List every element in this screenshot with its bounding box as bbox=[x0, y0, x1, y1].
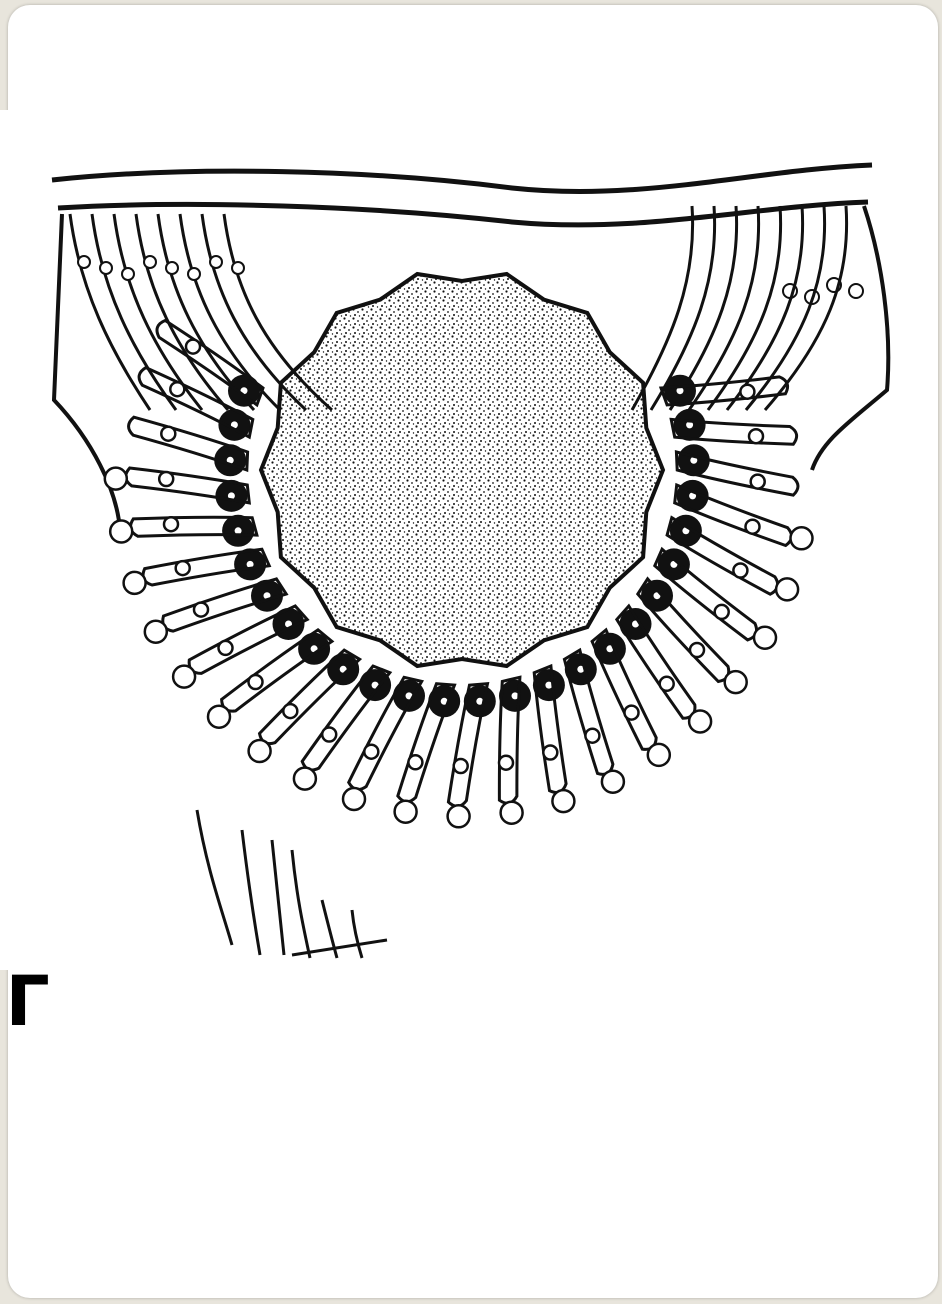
cell-nucleus bbox=[176, 561, 190, 575]
outer-cell-bulge bbox=[110, 521, 132, 543]
cell-nucleus bbox=[740, 385, 754, 399]
panel-label: г bbox=[2, 948, 57, 1040]
cell-nucleus bbox=[690, 643, 704, 657]
cell-nucleus bbox=[249, 675, 263, 689]
cell-nucleus bbox=[543, 746, 557, 760]
outer-cell-bulge bbox=[124, 572, 146, 594]
cell-nucleus bbox=[499, 756, 513, 770]
fiber-nucleus bbox=[144, 256, 156, 268]
cell-nucleus bbox=[322, 728, 336, 742]
cell-nucleus bbox=[194, 603, 208, 617]
fiber-nucleus bbox=[849, 284, 863, 298]
fiber-nucleus bbox=[78, 256, 90, 268]
cell-nucleus bbox=[364, 745, 378, 759]
outer-cell-bulge bbox=[395, 801, 417, 823]
fiber-nucleus bbox=[166, 262, 178, 274]
cell-nucleus bbox=[186, 340, 200, 354]
outer-cell-bulge bbox=[173, 666, 195, 688]
central-stippled-core bbox=[261, 274, 663, 666]
outer-cell-bulge bbox=[343, 788, 365, 810]
outer-cell-bulge bbox=[105, 468, 127, 490]
fiber-nucleus bbox=[232, 262, 244, 274]
cell-nucleus bbox=[749, 429, 763, 443]
outer-cell-bulge bbox=[249, 740, 271, 762]
outer-cell-bulge bbox=[602, 771, 624, 793]
cell-nucleus bbox=[746, 520, 760, 534]
outer-cell-bulge bbox=[648, 744, 670, 766]
cell-nucleus bbox=[159, 472, 173, 486]
outer-cell-bulge bbox=[552, 790, 574, 812]
outer-cell-bulge bbox=[501, 802, 523, 824]
cell-nucleus bbox=[219, 641, 233, 655]
cell-nucleus bbox=[733, 564, 747, 578]
left-fiber bbox=[70, 214, 150, 410]
myoepithelial-cell bbox=[499, 677, 520, 803]
cell-nucleus bbox=[751, 475, 765, 489]
myoepithelial-cell bbox=[131, 517, 257, 536]
outer-cell-bulge bbox=[725, 671, 747, 693]
outer-cell-bulge bbox=[448, 805, 470, 827]
outer-cell-bulge bbox=[208, 706, 230, 728]
cell-nucleus bbox=[170, 382, 184, 396]
cell-nucleus bbox=[283, 704, 297, 718]
cell-nucleus bbox=[164, 517, 178, 531]
outer-cell-bulge bbox=[145, 621, 167, 643]
cell-nucleus bbox=[715, 605, 729, 619]
fiber-nucleus bbox=[122, 268, 134, 280]
top-band-line-lower bbox=[58, 202, 868, 225]
histology-figure: г bbox=[0, 110, 934, 970]
cell-nucleus bbox=[625, 706, 639, 720]
cell-nucleus bbox=[408, 755, 422, 769]
cell-nucleus bbox=[585, 729, 599, 743]
fiber-nucleus bbox=[188, 268, 200, 280]
top-band-line-upper bbox=[52, 165, 872, 192]
outer-cell-bulge bbox=[754, 627, 776, 649]
cell-nucleus bbox=[161, 427, 175, 441]
outer-cell-bulge bbox=[294, 768, 316, 790]
cell-nucleus bbox=[660, 677, 674, 691]
gland-cross-section-drawing bbox=[0, 110, 934, 970]
outer-cell-bulge bbox=[689, 711, 711, 733]
stem-fibers bbox=[197, 810, 387, 958]
fiber-nucleus bbox=[210, 256, 222, 268]
fiber-nucleus bbox=[100, 262, 112, 274]
outer-cell-bulge bbox=[776, 578, 798, 600]
cell-nucleus bbox=[454, 759, 468, 773]
outer-cell-bulge bbox=[791, 527, 813, 549]
